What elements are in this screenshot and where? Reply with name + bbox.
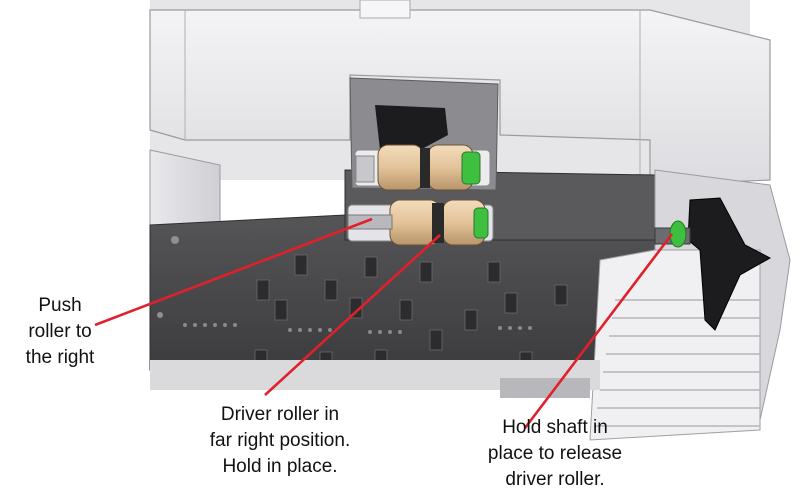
top-latch: [359, 0, 411, 19]
release-lever: [687, 197, 772, 331]
driver-roller: [347, 199, 494, 246]
plate-dot-rows: [183, 323, 532, 334]
roller-bracket: [375, 105, 448, 150]
callout-driver-roller: Driver roller in far right position. Hol…: [209, 404, 351, 477]
callout-hold-shaft: Hold shaft in place to release driver ro…: [487, 417, 623, 490]
callout-push-roller: Push roller to the right: [25, 295, 95, 368]
plate-slots: [254, 254, 568, 373]
shaft-green-clip: [669, 220, 687, 248]
leader-line-hold: [523, 233, 674, 429]
upper-roller: [354, 144, 491, 191]
tray-ribs: [594, 299, 760, 427]
leader-line-driver: [264, 234, 441, 396]
leader-line-push: [94, 217, 373, 327]
